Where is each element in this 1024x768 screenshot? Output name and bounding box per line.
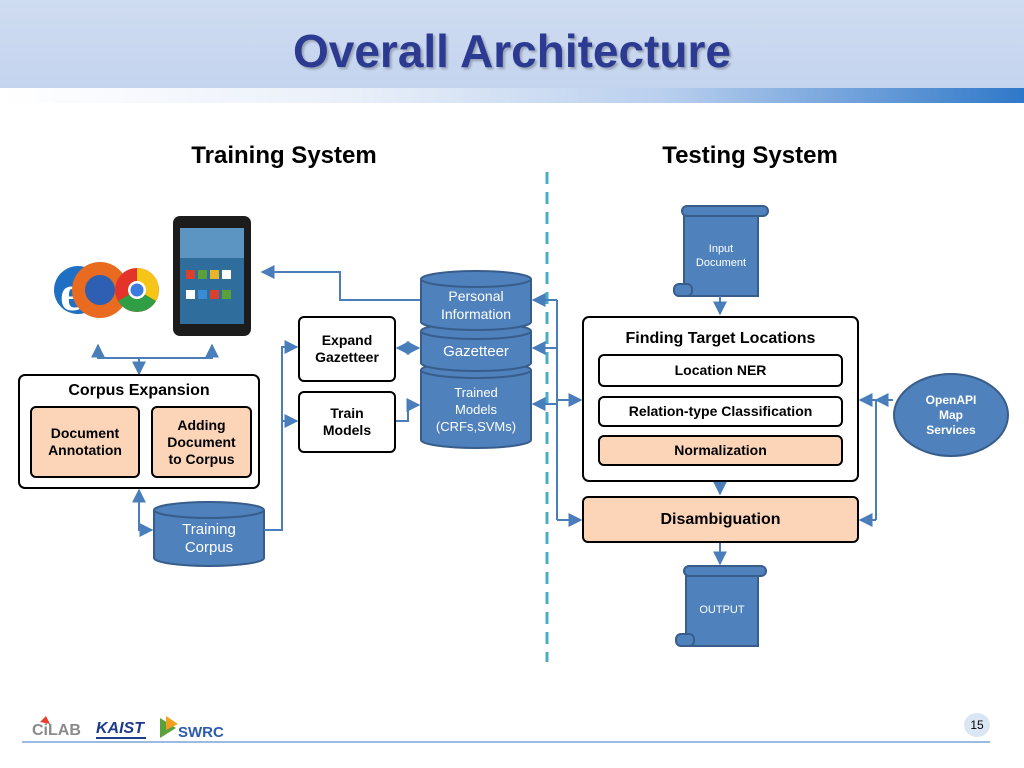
openapi-map-services-label: OpenAPI Map Services <box>925 393 977 437</box>
testing-system-heading: Testing System <box>662 142 838 169</box>
gazetteer-label: Gazetteer <box>443 343 509 360</box>
header-stripe <box>0 88 1024 103</box>
adding-document-box: Adding Document to Corpus <box>151 406 252 478</box>
normalization-box: Normalization <box>598 435 843 466</box>
browser-icons: e <box>54 262 159 321</box>
trained-models-label: Trained Models (CRFs,SVMs) <box>435 385 517 434</box>
tablet-icon <box>173 216 251 336</box>
document-annotation-box: Document Annotation <box>30 406 140 478</box>
cilab-logo: CiLAB <box>32 722 81 739</box>
output-label: OUTPUT <box>699 604 745 616</box>
input-document-scroll <box>673 205 769 297</box>
finding-target-locations-title: Finding Target Locations <box>625 330 816 347</box>
personal-information-label: Personal Information <box>440 288 512 322</box>
openapi-ellipse <box>893 373 1009 457</box>
model-database-stack <box>420 270 532 449</box>
expand-gazetteer-box: Expand Gazetteer <box>298 316 396 382</box>
location-ner-box: Location NER <box>598 354 843 387</box>
swrc-logo: SWRC <box>178 724 224 741</box>
slide-title: Overall Architecture <box>292 25 732 77</box>
kaist-logo: KAIST <box>96 720 144 737</box>
slide-header <box>0 0 1024 103</box>
training-system-heading: Training System <box>191 142 377 169</box>
training-corpus-label: Training Corpus <box>182 521 236 556</box>
disambiguation-box: Disambiguation <box>582 496 859 543</box>
page-number: 15 <box>964 713 990 737</box>
output-scroll <box>675 565 767 647</box>
corpus-expansion-title: Corpus Expansion <box>68 382 210 399</box>
relation-type-classification-box: Relation-type Classification <box>598 396 843 427</box>
input-document-label: Input Document <box>695 243 747 269</box>
train-models-box: Train Models <box>298 391 396 453</box>
training-corpus-cylinder <box>153 501 265 567</box>
